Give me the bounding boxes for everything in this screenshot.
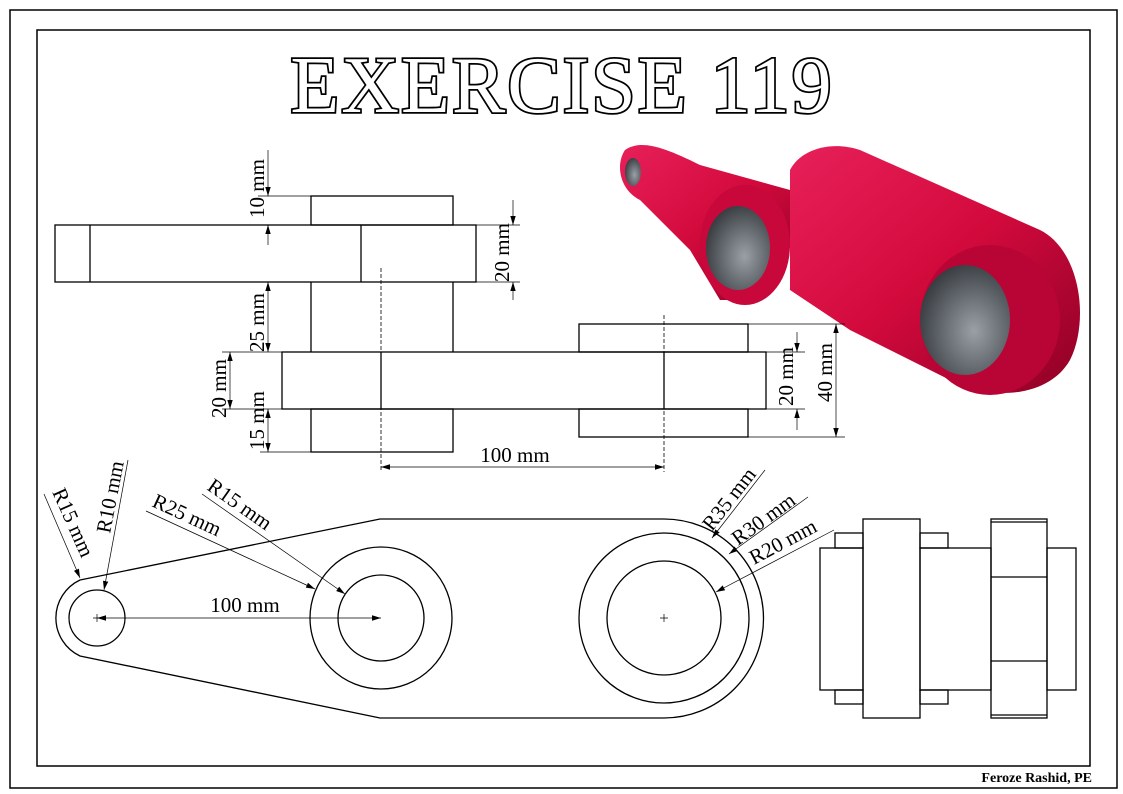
- isometric-render: [620, 145, 1080, 395]
- author-credit: Feroze Rashid, PE: [981, 771, 1092, 786]
- side-view: [819, 518, 1077, 719]
- inner-border: [36, 29, 1091, 767]
- dim-lower-bar: 20 mm: [207, 359, 231, 418]
- dim-center-distance-front: 100 mm: [480, 443, 549, 467]
- dim-upper-bar: 20 mm: [490, 223, 514, 282]
- top-view: 100 mm R15 mm R10 mm R25 mm R15 mm R35 m…: [43, 459, 835, 719]
- dim-right-boss: 40 mm: [813, 343, 837, 402]
- dim-left-outer: R15 mm: [47, 484, 99, 560]
- dim-lower-boss: 15 mm: [245, 391, 269, 450]
- front-view: 10 mm 25 mm 20 mm 15 mm 20 mm 20 mm 40 m…: [54, 150, 845, 472]
- dim-top-boss: 10 mm: [245, 159, 269, 218]
- dim-gap: 25 mm: [245, 293, 269, 352]
- dim-left-hole: R10 mm: [91, 459, 128, 535]
- page-title: EXERCISE 119: [290, 42, 833, 130]
- dim-center-distance-top: 100 mm: [210, 593, 279, 617]
- outer-border: [9, 9, 1118, 789]
- dim-right-bar: 20 mm: [774, 347, 798, 406]
